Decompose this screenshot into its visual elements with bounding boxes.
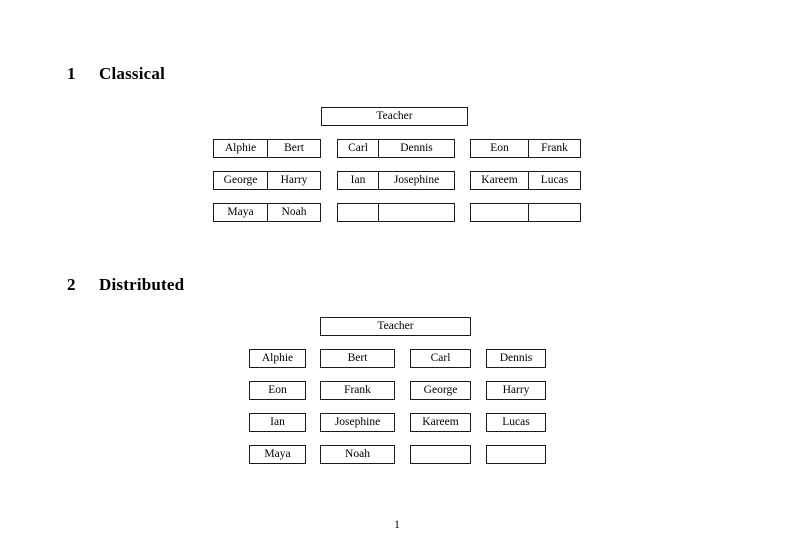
pair-row: Alphie Bert [213,139,321,158]
student-cell: Bert [267,140,320,157]
student-cell-empty [528,204,580,221]
student-cell: Dennis [378,140,454,157]
student-box: Eon [249,381,306,400]
student-cell: Frank [528,140,580,157]
student-cell: Carl [348,142,368,154]
student-box: Frank [320,381,395,400]
student-box: Ian [249,413,306,432]
student-box: Bert [320,349,395,368]
pair-row: Ian Josephine [337,171,455,190]
pair-row: George Harry [213,171,321,190]
section-heading-distributed: 2 Distributed [67,275,184,295]
student-box: Lucas [486,413,546,432]
page-number: 1 [394,519,400,531]
student-cell: Kareem [481,174,518,186]
student-cell: Ian [350,174,366,186]
student-cell: Alphie [224,142,257,154]
student-box: Dennis [486,349,546,368]
student-box: Alphie [249,349,306,368]
student-cell-empty [471,204,528,221]
teacher-box-distributed: Teacher [320,317,471,336]
section-number: 2 [67,275,76,294]
student-cell: Eon [490,142,509,154]
pair-row: Eon Frank [470,139,581,158]
pair-row: Maya Noah [213,203,321,222]
section-heading-classical: 1 Classical [67,64,165,84]
section-title: Classical [99,64,166,83]
student-box-empty [410,445,471,464]
student-box: Noah [320,445,395,464]
student-box: Kareem [410,413,471,432]
student-cell: Maya [227,206,254,218]
pair-row [470,203,581,222]
student-box: George [410,381,471,400]
pair-row: Carl Dennis [337,139,455,158]
student-cell-empty [378,204,454,221]
student-box-empty [486,445,546,464]
student-box: Josephine [320,413,395,432]
teacher-box-classical: Teacher [321,107,468,126]
student-cell: Lucas [528,172,580,189]
student-cell: Josephine [378,172,454,189]
student-cell: Harry [267,172,320,189]
section-number: 1 [67,64,76,83]
pair-row [337,203,455,222]
pair-row: Kareem Lucas [470,171,581,190]
student-box: Harry [486,381,546,400]
student-box: Carl [410,349,471,368]
section-title: Distributed [99,275,185,294]
student-cell-empty [338,204,378,221]
student-cell: Noah [267,204,320,221]
student-box: Maya [249,445,306,464]
student-cell: George [223,174,258,186]
